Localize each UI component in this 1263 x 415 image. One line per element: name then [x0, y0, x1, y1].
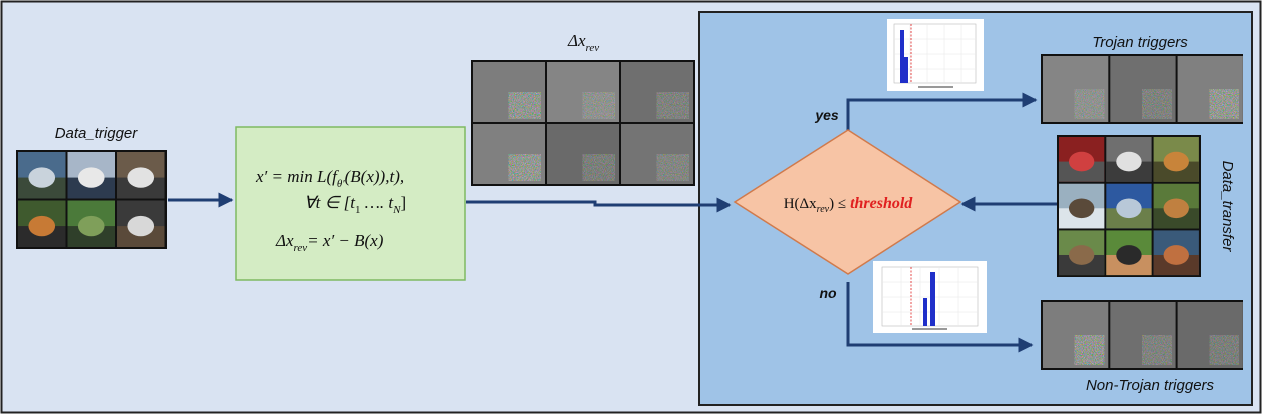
yes-label: yes	[814, 107, 839, 123]
delta-x-rev-image	[621, 124, 693, 184]
decision-text: H(Δxrev) ≤threshold	[784, 195, 914, 215]
data-transfer-image	[1106, 230, 1152, 276]
data-trigger-grid	[16, 150, 167, 249]
trojan-trigger-image	[1110, 56, 1176, 122]
data-transfer-image	[1059, 137, 1105, 182]
data-transfer-image	[1153, 183, 1199, 229]
data-trigger-image	[117, 152, 165, 199]
data-trigger-label: Data_trigger	[55, 125, 139, 142]
delta-x-rev-image	[547, 62, 619, 122]
data-transfer-image	[1059, 230, 1105, 276]
decision-diamond	[733, 129, 962, 275]
data-transfer-image	[1106, 137, 1152, 182]
data-trigger-image	[117, 200, 165, 247]
data-transfer-image	[1059, 183, 1105, 229]
formula-line-1: x′ = min L(fθ′(B(x)),t),	[255, 167, 404, 190]
data-transfer-grid	[1057, 135, 1201, 277]
histogram-yes-icon	[887, 19, 984, 91]
trojan-triggers-label: Trojan triggers	[1092, 34, 1188, 51]
non-trojan-trigger-image	[1177, 302, 1243, 368]
data-trigger-image	[67, 152, 115, 199]
non-trojan-trigger-image	[1110, 302, 1176, 368]
delta-x-rev-image	[547, 124, 619, 184]
delta-x-rev-label: Δxrev	[567, 31, 599, 54]
data-trigger-image	[18, 200, 66, 247]
trojan-triggers-strip	[1041, 54, 1243, 124]
trojan-trigger-image	[1043, 56, 1109, 122]
arrow-no-branch	[846, 282, 1034, 353]
formula-box	[235, 126, 466, 281]
arrow-yes-branch	[846, 92, 1038, 130]
delta-x-rev-grid	[471, 60, 695, 186]
data-transfer-label: Data_transfer	[1219, 161, 1236, 253]
non-trojan-trigger-image	[1043, 302, 1109, 368]
histogram-no-icon	[873, 261, 987, 333]
delta-x-rev-image	[473, 124, 545, 184]
non-trojan-triggers-strip	[1041, 300, 1243, 370]
data-trigger-image	[18, 152, 66, 199]
no-label: no	[819, 285, 837, 301]
delta-x-rev-image	[621, 62, 693, 122]
arrow-formula-to-decision	[466, 197, 732, 213]
data-transfer-image	[1153, 230, 1199, 276]
delta-x-rev-image	[473, 62, 545, 122]
formula-line-3: Δxrev= x′ − B(x)	[275, 231, 384, 254]
data-trigger-image	[67, 200, 115, 247]
non-trojan-triggers-label: Non-Trojan triggers	[1086, 377, 1215, 394]
data-transfer-image	[1153, 137, 1199, 182]
formula-line-2: ∀t ∈ [t1 …. tN]	[304, 193, 406, 216]
data-transfer-image	[1106, 183, 1152, 229]
trojan-trigger-image	[1177, 56, 1243, 122]
